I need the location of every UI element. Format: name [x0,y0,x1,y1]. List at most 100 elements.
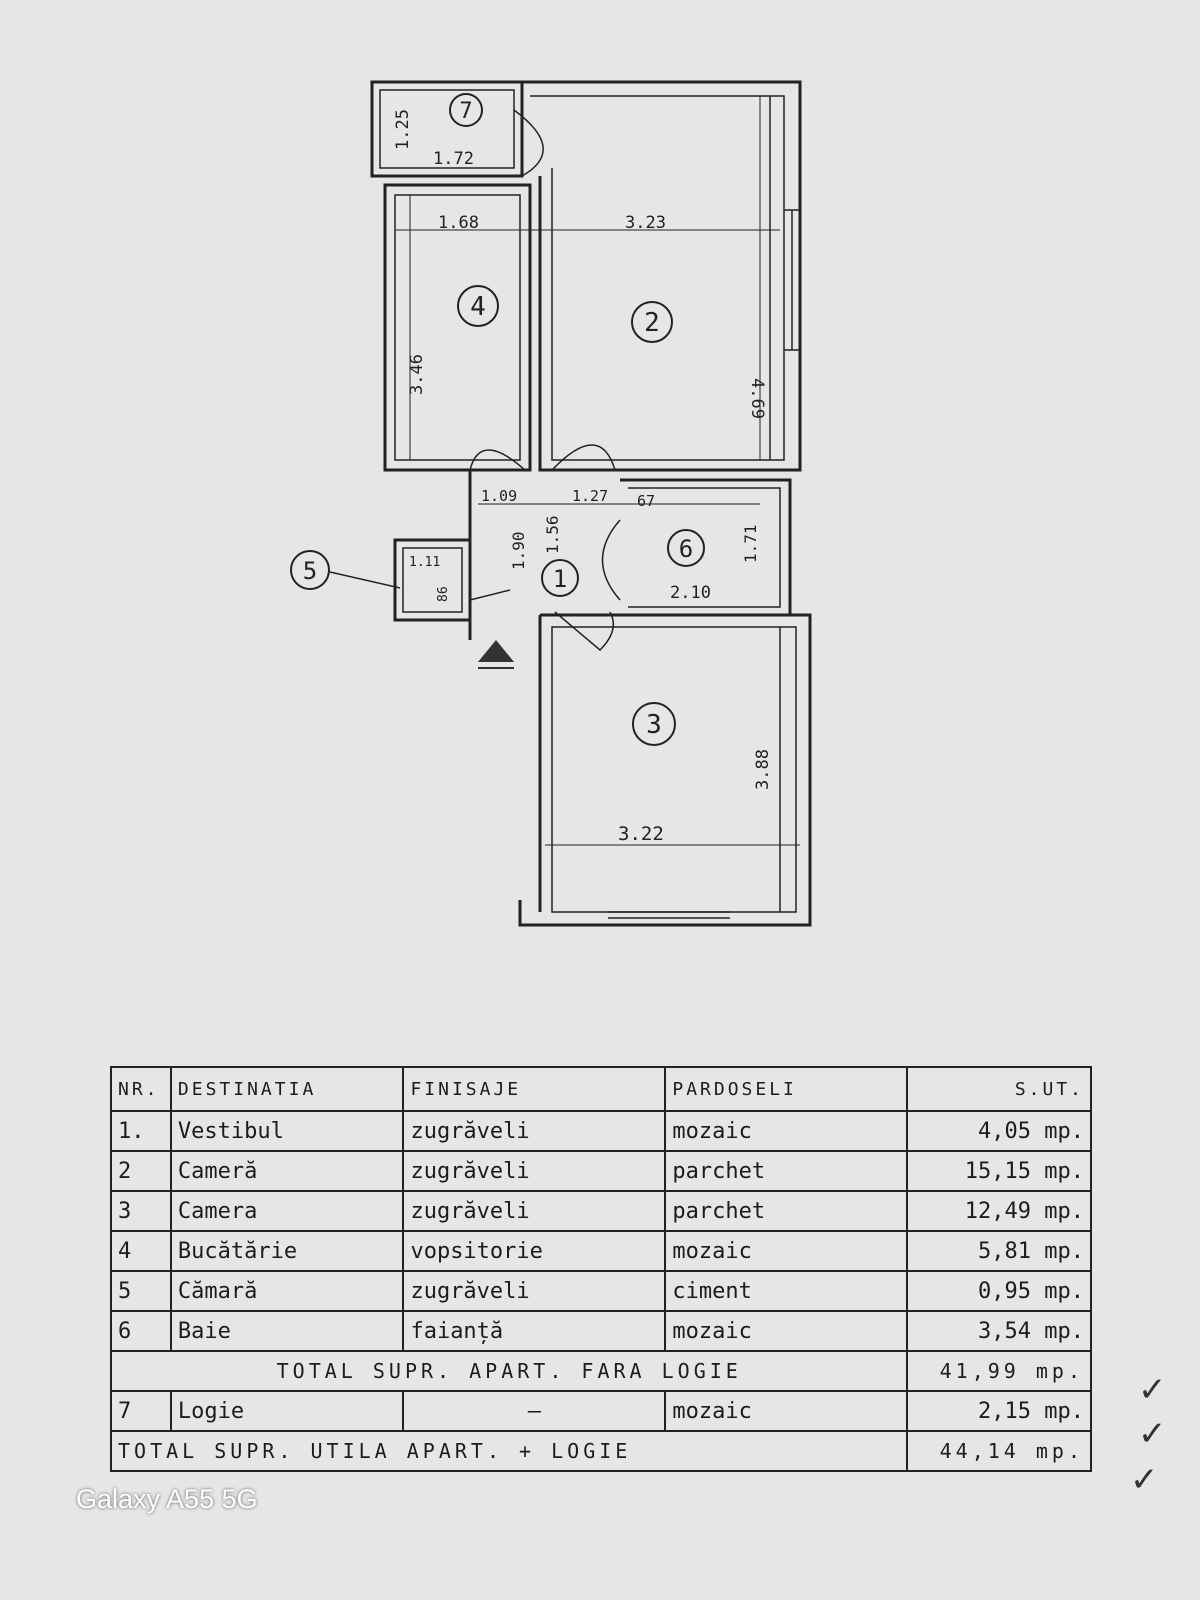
plan-walls [370,80,812,927]
row-fin: zugrăveli [402,1270,667,1312]
room-label-1: 1 [553,565,567,593]
logia-par: mozaic [664,1390,909,1432]
dim-hall-w: 1.09 [481,487,517,505]
row-sut: 4,05 mp. [906,1110,1092,1152]
row-sut: 5,81 mp. [906,1230,1092,1272]
total-with-logia-value: 44,14 mp. [906,1430,1092,1472]
dim-logia-w: 1.72 [433,149,474,169]
entrance-arrow-icon [478,640,514,662]
row-fin: zugrăveli [402,1110,667,1152]
pantry-walls [393,538,472,622]
total-with-logia-label: TOTAL SUPR. UTILA APART. + LOGIE [109,1430,909,1472]
logia-dest: Logie [169,1390,405,1432]
total-with-logia-row: TOTAL SUPR. UTILA APART. + LOGIE 44,14 m… [109,1430,1092,1472]
row-par: parchet [664,1150,909,1192]
dim-kitchen-h: 3.46 [407,354,427,395]
room3-walls [518,613,812,927]
room-marker-6 [667,529,705,567]
dim-pantry-h: 86 [436,586,451,602]
header-finisaje: FINISAJE [402,1066,667,1112]
row-fin: faianță [402,1310,667,1352]
table-header-row: NR. DESTINATIA FINISAJE PARDOSELI S.UT. [110,1066,1092,1112]
row-fin: zugrăveli [402,1150,667,1192]
header-pardoseli: PARDOSELI [664,1066,909,1112]
floor-plan: 7 4 2 6 1 3 5 1.25 1.72 1.68 3.23 3.46 4… [290,80,812,927]
logia-nr: 7 [110,1390,172,1432]
room-marker-1 [541,559,579,597]
row-par: mozaic [664,1110,909,1152]
logia-row: 7 Logie — mozaic 2,15 mp. [110,1390,1092,1432]
dim-logia-h: 1.25 [393,109,413,150]
camera-watermark: Galaxy A55 5G [76,1484,258,1514]
row-par: parchet [664,1190,909,1232]
check-mark-icon: ✓ [1138,1414,1167,1454]
row-dest: Baie [169,1310,405,1352]
room-label-3: 3 [646,710,662,740]
room-label-2: 2 [644,308,660,338]
row-sut: 12,49 mp. [906,1190,1092,1232]
row-nr: 1. [110,1110,172,1152]
dim-bath-door: 1.27 [572,487,608,505]
room-marker-5 [290,550,330,590]
dim-hall-h1: 1.90 [509,531,528,570]
table-row: 6 Baie faianță mozaic 3,54 mp. [110,1310,1092,1352]
room-marker-3 [632,702,676,746]
row-par: mozaic [664,1230,909,1272]
row-nr: 4 [110,1230,172,1272]
dim-bath-small: 67 [637,492,655,510]
table-row: 2 Cameră zugrăveli parchet 15,15 mp. [110,1150,1092,1192]
row-par: mozaic [664,1310,909,1352]
row-dest: Cămară [169,1270,405,1312]
room-marker-2 [631,301,673,343]
logia-sut: 2,15 mp. [906,1390,1092,1432]
legend-table: NR. DESTINATIA FINISAJE PARDOSELI S.UT. … [109,1066,1092,1472]
total-without-logia-row: TOTAL SUPR. APART. FARA LOGIE 41,99 mp. [109,1350,1092,1392]
room-label-4: 4 [470,292,486,322]
check-mark-icon: ✓ [1130,1460,1159,1500]
row-dest: Vestibul [169,1110,405,1152]
row-sut: 3,54 mp. [906,1310,1092,1352]
dim-bath-w: 2.10 [670,583,711,603]
total-without-logia-value: 41,99 mp. [906,1350,1092,1392]
row-nr: 6 [110,1310,172,1352]
dimension-labels: 1.25 1.72 1.68 3.23 3.46 4.69 1.09 1.27 … [393,109,773,845]
room-label-7: 7 [459,99,472,124]
header-sut: S.UT. [906,1066,1092,1112]
row-par: ciment [664,1270,909,1312]
dim-pantry-w: 1.11 [409,555,440,570]
room-markers: 7 4 2 6 1 3 5 [290,93,705,746]
table-row: 1. Vestibul zugrăveli mozaic 4,05 mp. [110,1110,1092,1152]
room-label-6: 6 [679,535,693,563]
row-dest: Bucătărie [169,1230,405,1272]
table-row: 3 Camera zugrăveli parchet 12,49 mp. [110,1190,1092,1232]
surface-table: NR. DESTINATIA FINISAJE PARDOSELI S.UT. … [109,1066,1092,1472]
row-nr: 5 [110,1270,172,1312]
room-label-5: 5 [303,557,317,585]
dim-kitchen-w: 1.68 [438,213,479,233]
kitchen-walls [383,183,532,472]
check-mark-icon: ✓ [1138,1370,1167,1410]
dim-room2-h: 4.69 [747,378,767,419]
logia-fin: — [402,1390,667,1432]
row-nr: 3 [110,1190,172,1232]
row-fin: vopsitorie [402,1230,667,1272]
row-sut: 0,95 mp. [906,1270,1092,1312]
table-row: 5 Cămară zugrăveli ciment 0,95 mp. [110,1270,1092,1312]
room2-walls [522,80,802,472]
row-nr: 2 [110,1150,172,1192]
dim-room2-w: 3.23 [625,213,666,233]
row-dest: Camera [169,1190,405,1232]
row-fin: zugrăveli [402,1190,667,1232]
room-marker-4 [457,285,499,327]
table-row: 4 Bucătărie vopsitorie mozaic 5,81 mp. [110,1230,1092,1272]
row-sut: 15,15 mp. [906,1150,1092,1192]
header-nr: NR. [110,1066,172,1112]
room-marker-7 [449,93,483,127]
dim-hall-h2: 1.56 [543,515,562,554]
total-without-logia-label: TOTAL SUPR. APART. FARA LOGIE [109,1350,909,1392]
dim-bath-h: 1.71 [741,524,760,563]
dim-room3-h: 3.88 [753,749,773,790]
dim-room3-w: 3.22 [618,823,664,845]
header-destinatia: DESTINATIA [169,1066,405,1112]
row-dest: Cameră [169,1150,405,1192]
